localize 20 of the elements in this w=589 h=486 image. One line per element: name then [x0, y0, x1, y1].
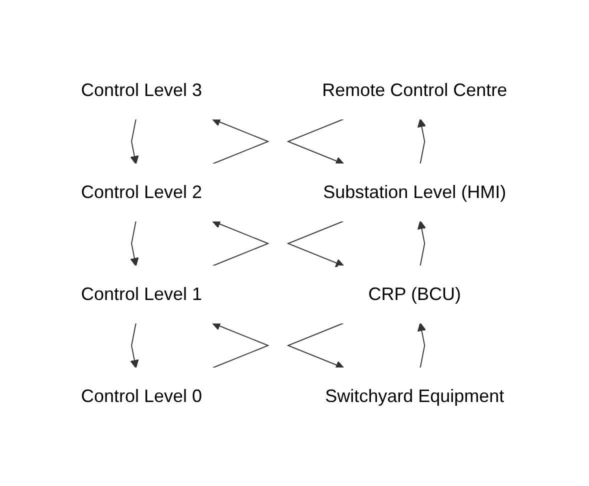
- node-text: CRP (BCU): [368, 284, 462, 304]
- node-text: Substation Level (HMI): [323, 182, 507, 202]
- arrow: [418, 322, 426, 368]
- node-text: Control Level 0: [81, 386, 202, 406]
- arrow: [212, 321, 270, 368]
- arrow: [418, 118, 426, 164]
- node-text: Remote Control Centre: [322, 80, 508, 100]
- arrow: [130, 118, 140, 164]
- node-text: Control Level 2: [81, 182, 202, 202]
- arrow: [287, 220, 345, 267]
- arrow: [418, 220, 426, 266]
- arrow: [287, 118, 345, 165]
- arrow: [212, 117, 270, 164]
- arrow: [287, 322, 345, 369]
- node-text: Switchyard Equipment: [325, 386, 505, 406]
- node-text: Control Level 1: [81, 284, 202, 304]
- arrow: [212, 219, 270, 266]
- arrow: [130, 220, 140, 266]
- node-text: Control Level 3: [81, 80, 202, 100]
- arrow: [130, 322, 140, 368]
